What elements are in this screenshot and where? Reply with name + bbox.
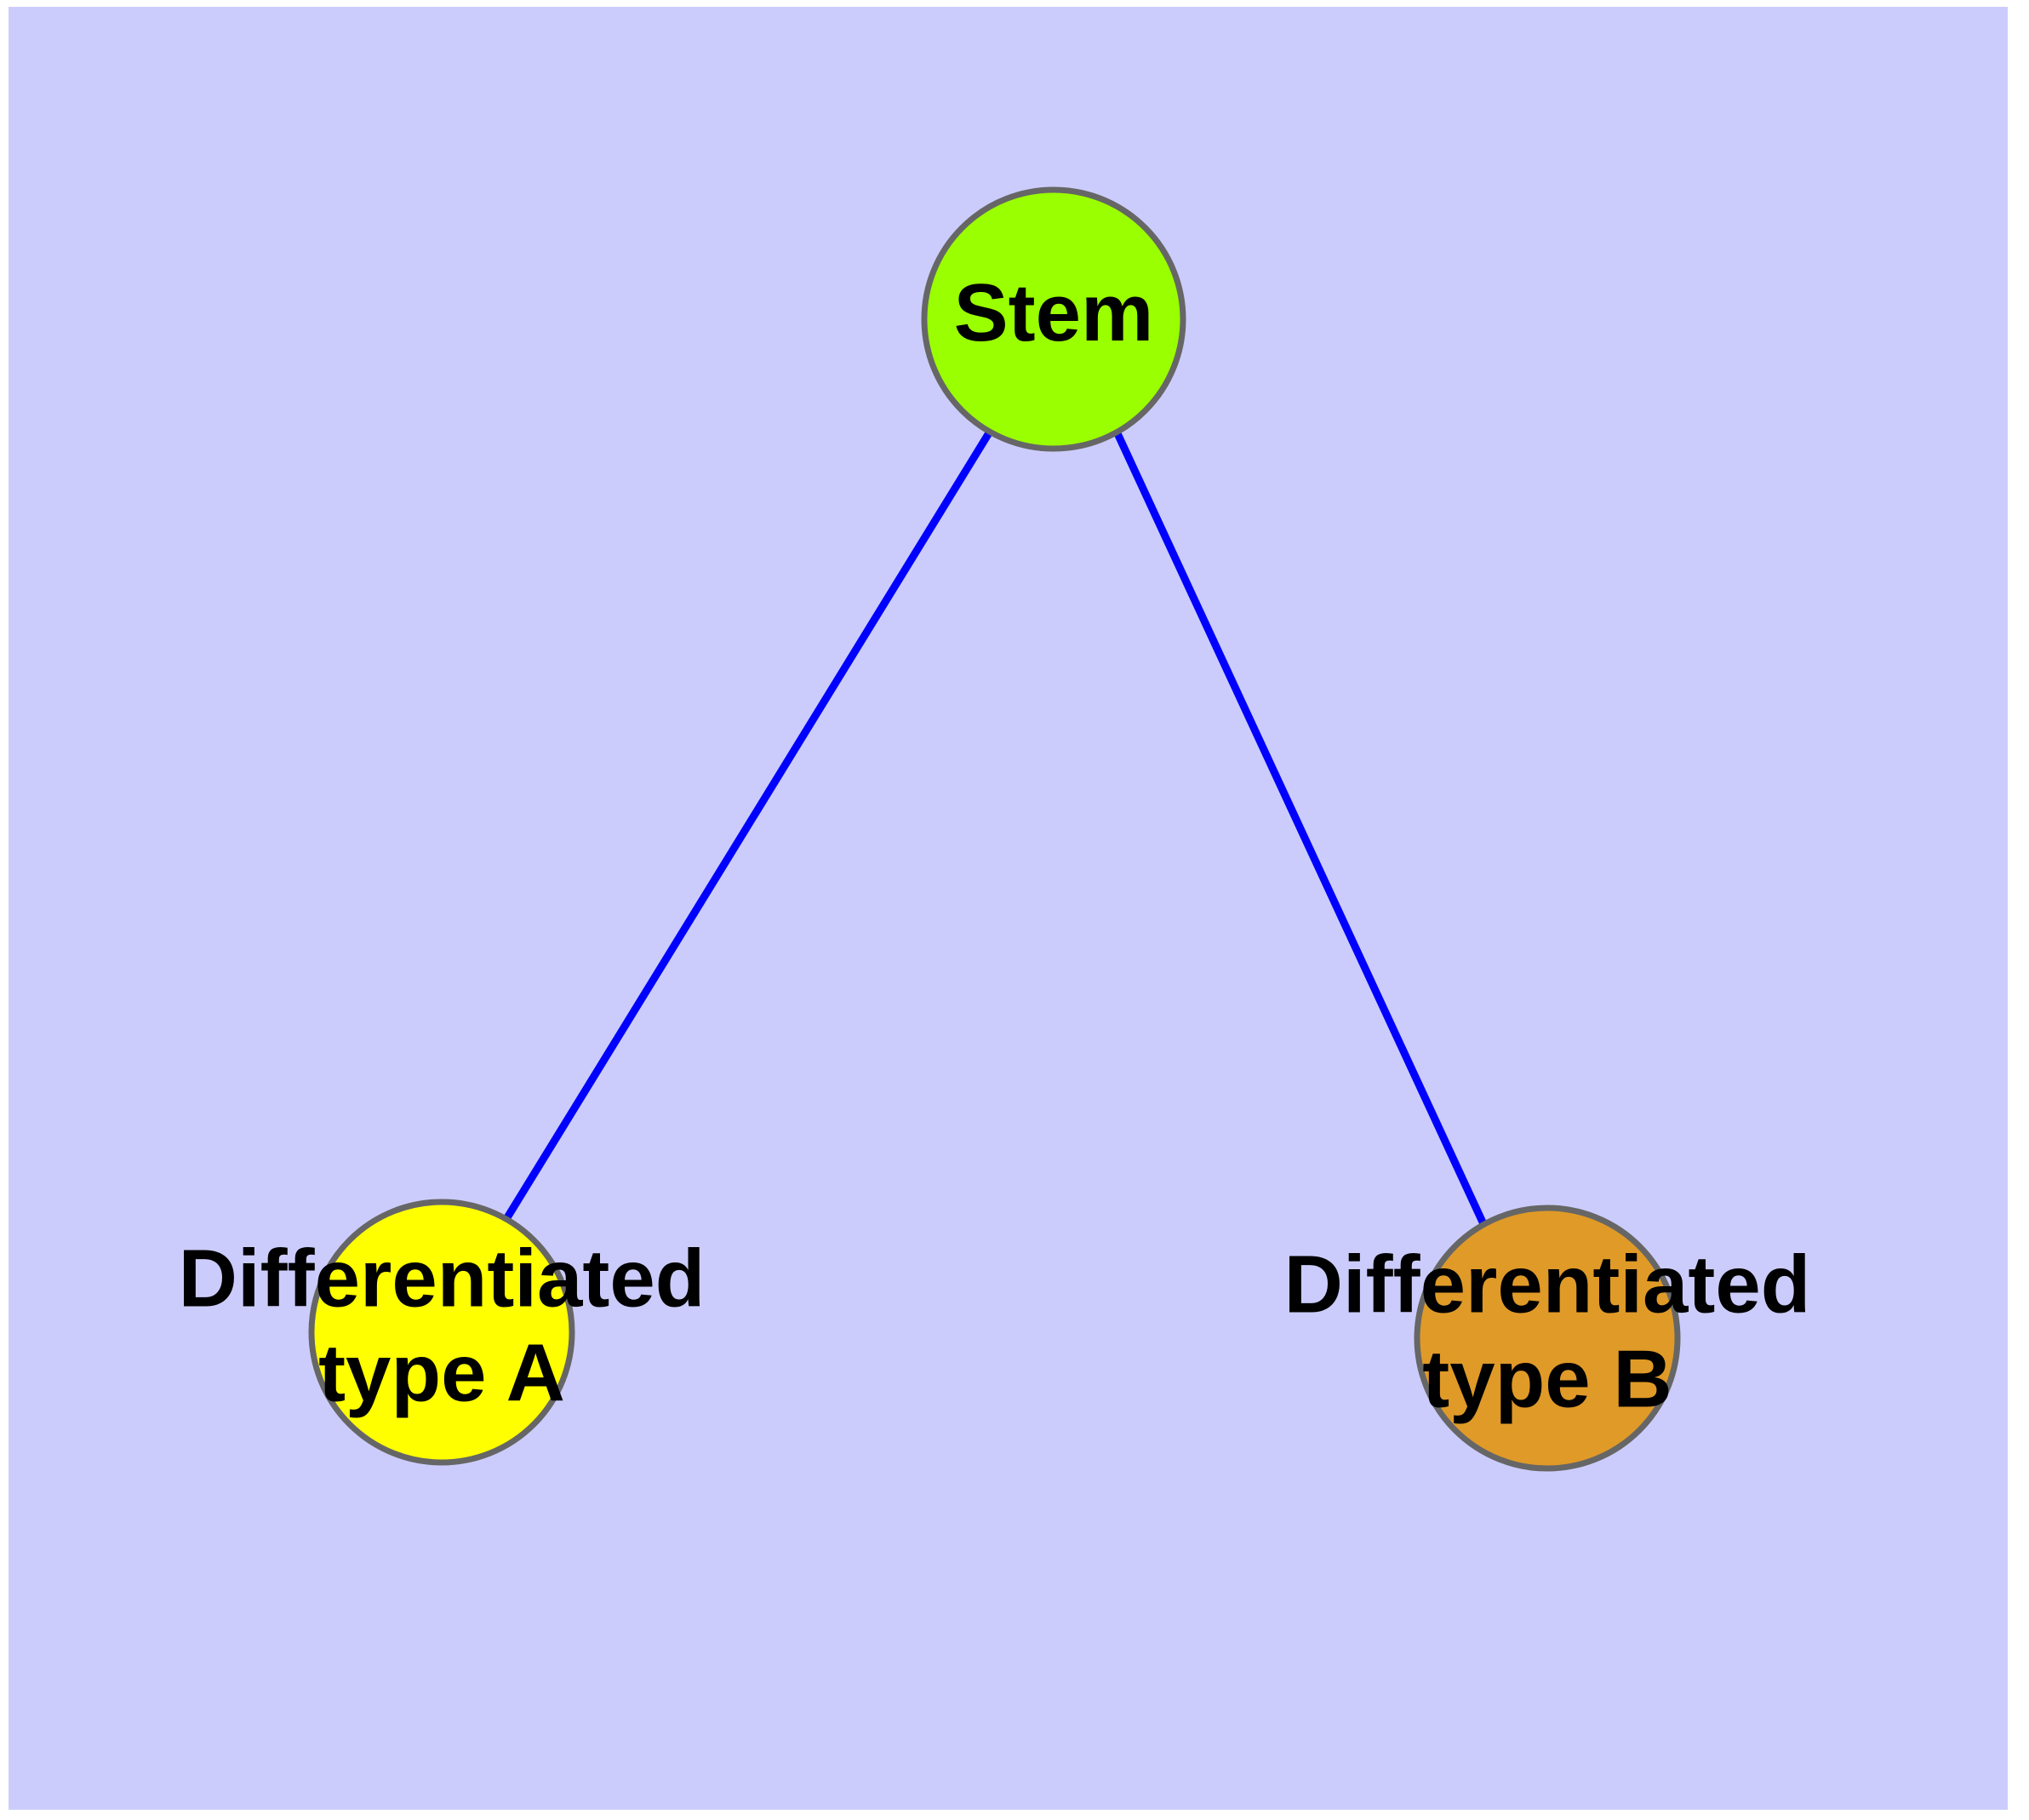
node-diff-b[interactable]	[1414, 1205, 1681, 1472]
edge-stem-to-b	[1112, 430, 1489, 1228]
node-stem[interactable]	[921, 186, 1186, 452]
node-label-line: Stem	[954, 267, 1154, 358]
node-label-line: Differentiated	[179, 1233, 706, 1325]
edge-stem-to-a	[503, 429, 993, 1222]
node-diff-a[interactable]	[308, 1199, 575, 1466]
nodes-group	[308, 186, 1681, 1472]
node-label-line: Differentiated	[1284, 1239, 1811, 1331]
node-label-stem: Stem	[954, 267, 1154, 358]
node-label-line: type B	[1422, 1334, 1672, 1425]
node-label-line: type A	[318, 1328, 565, 1419]
edges-group	[503, 429, 1489, 1228]
